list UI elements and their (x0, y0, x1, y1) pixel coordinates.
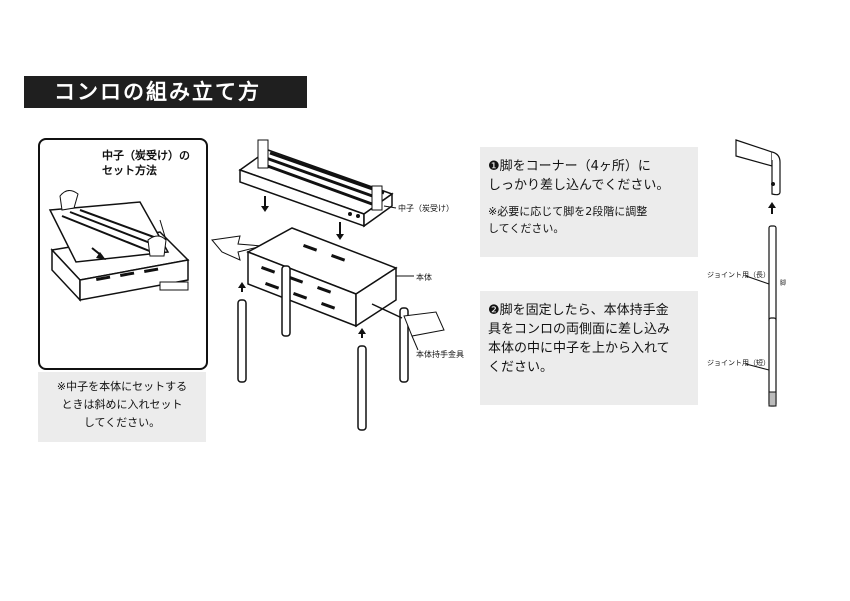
grill-body-drawing (246, 227, 398, 328)
step-2-line: ❷脚を固定したら、本体持手金 (488, 303, 669, 318)
step-1-note-line: ※必要に応じて脚を2段階に調整 (488, 205, 648, 218)
label-joint-short: ジョイント用（短） (707, 359, 770, 367)
inset-title-line: セット方法 (102, 164, 157, 177)
step-2-text: ❷脚を固定したら、本体持手金 具をコンロの両側面に差し込み 本体の中に中子を上か… (488, 301, 690, 377)
tray-note: ※中子を本体にセットする ときは斜めに入れセット してください。 (38, 372, 206, 442)
page-title: コンロの組み立て方 (24, 76, 307, 108)
inset-title-line: 中子（炭受け）の (102, 149, 190, 162)
step-1-text: ❶脚をコーナー（4ヶ所）に しっかり差し込んでください。 (488, 157, 690, 195)
step-1-line: ❶脚をコーナー（4ヶ所）に (488, 159, 651, 174)
label-leg: 脚 (780, 280, 787, 287)
step-2-line: 具をコンロの両側面に差し込み (488, 322, 671, 337)
label-handle-bracket: 本体持手金具 (416, 350, 464, 359)
step-1-line: しっかり差し込んでください。 (488, 178, 670, 193)
step-2-line: ください。 (488, 360, 554, 375)
step-2-line: 本体の中に中子を上から入れて (488, 341, 670, 356)
grill-legs-drawing (237, 265, 409, 431)
step-1-note-line: してください。 (488, 222, 565, 235)
step-1-box: ❶脚をコーナー（4ヶ所）に しっかり差し込んでください。 ※必要に応じて脚を2段… (480, 147, 698, 257)
charcoal-tray-drawing (238, 139, 394, 228)
label-charcoal-tray: 中子（炭受け） (398, 204, 454, 213)
tray-note-line: してください。 (83, 416, 161, 429)
step-2-box: ❷脚を固定したら、本体持手金 具をコンロの両側面に差し込み 本体の中に中子を上か… (480, 291, 698, 405)
tray-setting-inset: 中子（炭受け）の セット方法 (38, 138, 208, 370)
leg-detail-drawing (735, 139, 781, 407)
step-1-note: ※必要に応じて脚を2段階に調整 してください。 (488, 203, 690, 237)
tray-insertion-illustration (48, 190, 190, 302)
tray-note-line: ときは斜めに入れセット (61, 398, 183, 411)
tray-note-line: ※中子を本体にセットする (56, 380, 188, 393)
label-body: 本体 (416, 273, 432, 282)
label-joint-long: ジョイント用（長） (707, 271, 770, 279)
inset-title: 中子（炭受け）の セット方法 (102, 148, 202, 178)
